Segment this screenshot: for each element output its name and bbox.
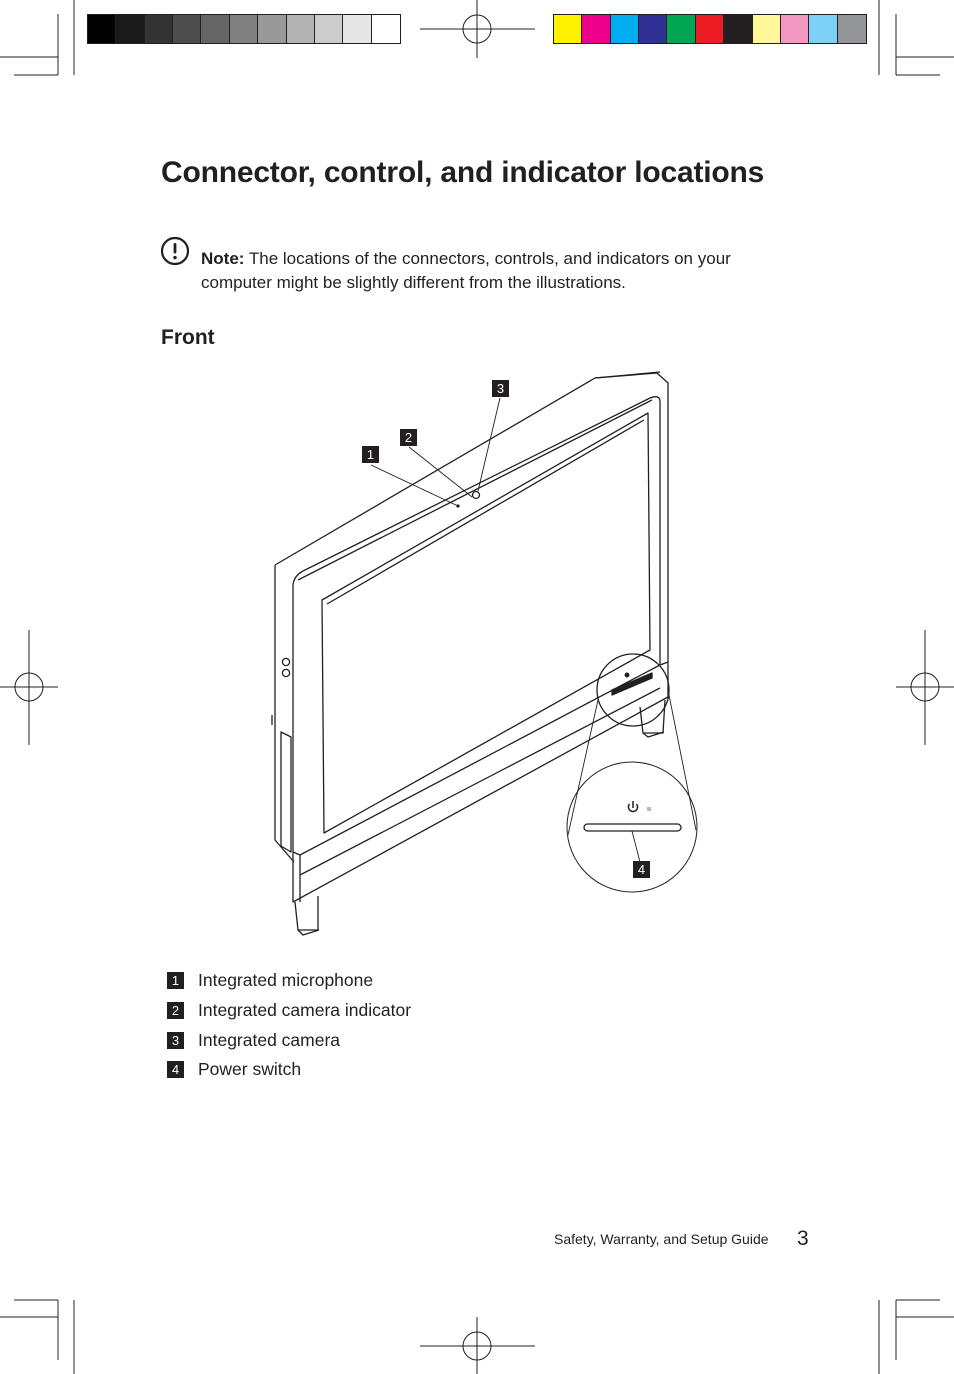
color-swatch xyxy=(343,15,372,43)
color-swatch xyxy=(314,15,344,43)
color-swatch xyxy=(258,15,287,43)
svg-text:3: 3 xyxy=(497,381,504,396)
legend-label: Integrated camera indicator xyxy=(198,1000,412,1021)
svg-text:1: 1 xyxy=(367,447,374,462)
color-swatch xyxy=(809,15,838,43)
color-swatch xyxy=(88,15,117,43)
color-swatch xyxy=(286,15,315,43)
color-swatch xyxy=(752,15,781,43)
color-swatch xyxy=(229,15,259,43)
color-swatch xyxy=(837,15,866,43)
section-heading-front: Front xyxy=(161,326,215,349)
callout-1: 1 xyxy=(362,446,379,463)
legend-item: 2 Integrated camera indicator xyxy=(167,996,587,1026)
legend-label: Integrated microphone xyxy=(198,970,374,991)
legend-number: 1 xyxy=(167,972,184,990)
legend-number: 4 xyxy=(167,1061,184,1079)
page-title: Connector, control, and indicator locati… xyxy=(161,156,765,189)
color-swatch xyxy=(610,15,640,43)
color-swatch xyxy=(554,15,583,43)
color-swatch xyxy=(639,15,668,43)
callout-4: 4 xyxy=(633,861,650,878)
note: Note: The locations of the connectors, c… xyxy=(201,247,801,295)
legend-label: Power switch xyxy=(198,1059,302,1080)
legend-label: Integrated camera xyxy=(198,1029,341,1050)
color-swatch xyxy=(780,15,810,43)
legend-item: 3 Integrated camera xyxy=(167,1025,587,1055)
color-swatch xyxy=(116,15,145,43)
color-swatch xyxy=(724,15,753,43)
callout-legend: 1 Integrated microphone 2 Integrated cam… xyxy=(167,966,587,1085)
svg-text:2: 2 xyxy=(405,430,412,445)
color-swatch xyxy=(144,15,174,43)
color-swatch xyxy=(667,15,696,43)
svg-text:4: 4 xyxy=(638,862,645,877)
grayscale-color-bar xyxy=(87,14,401,44)
note-text: The locations of the connectors, control… xyxy=(201,249,731,292)
legend-item: 1 Integrated microphone xyxy=(167,966,587,996)
note-label: Note: xyxy=(201,249,245,268)
legend-number: 3 xyxy=(167,1031,184,1049)
color-swatch xyxy=(173,15,202,43)
process-color-bar xyxy=(553,14,867,44)
callout-2: 2 xyxy=(400,429,417,446)
exclamation-circle-icon xyxy=(160,236,190,266)
color-swatch xyxy=(695,15,725,43)
footer-guide-title: Safety, Warranty, and Setup Guide xyxy=(554,1231,769,1247)
color-swatch xyxy=(371,15,400,43)
color-swatch xyxy=(582,15,611,43)
callout-3: 3 xyxy=(492,380,509,397)
legend-item: 4 Power switch xyxy=(167,1055,587,1085)
legend-number: 2 xyxy=(167,1002,184,1020)
page-number: 3 xyxy=(797,1227,809,1250)
color-swatch xyxy=(201,15,230,43)
